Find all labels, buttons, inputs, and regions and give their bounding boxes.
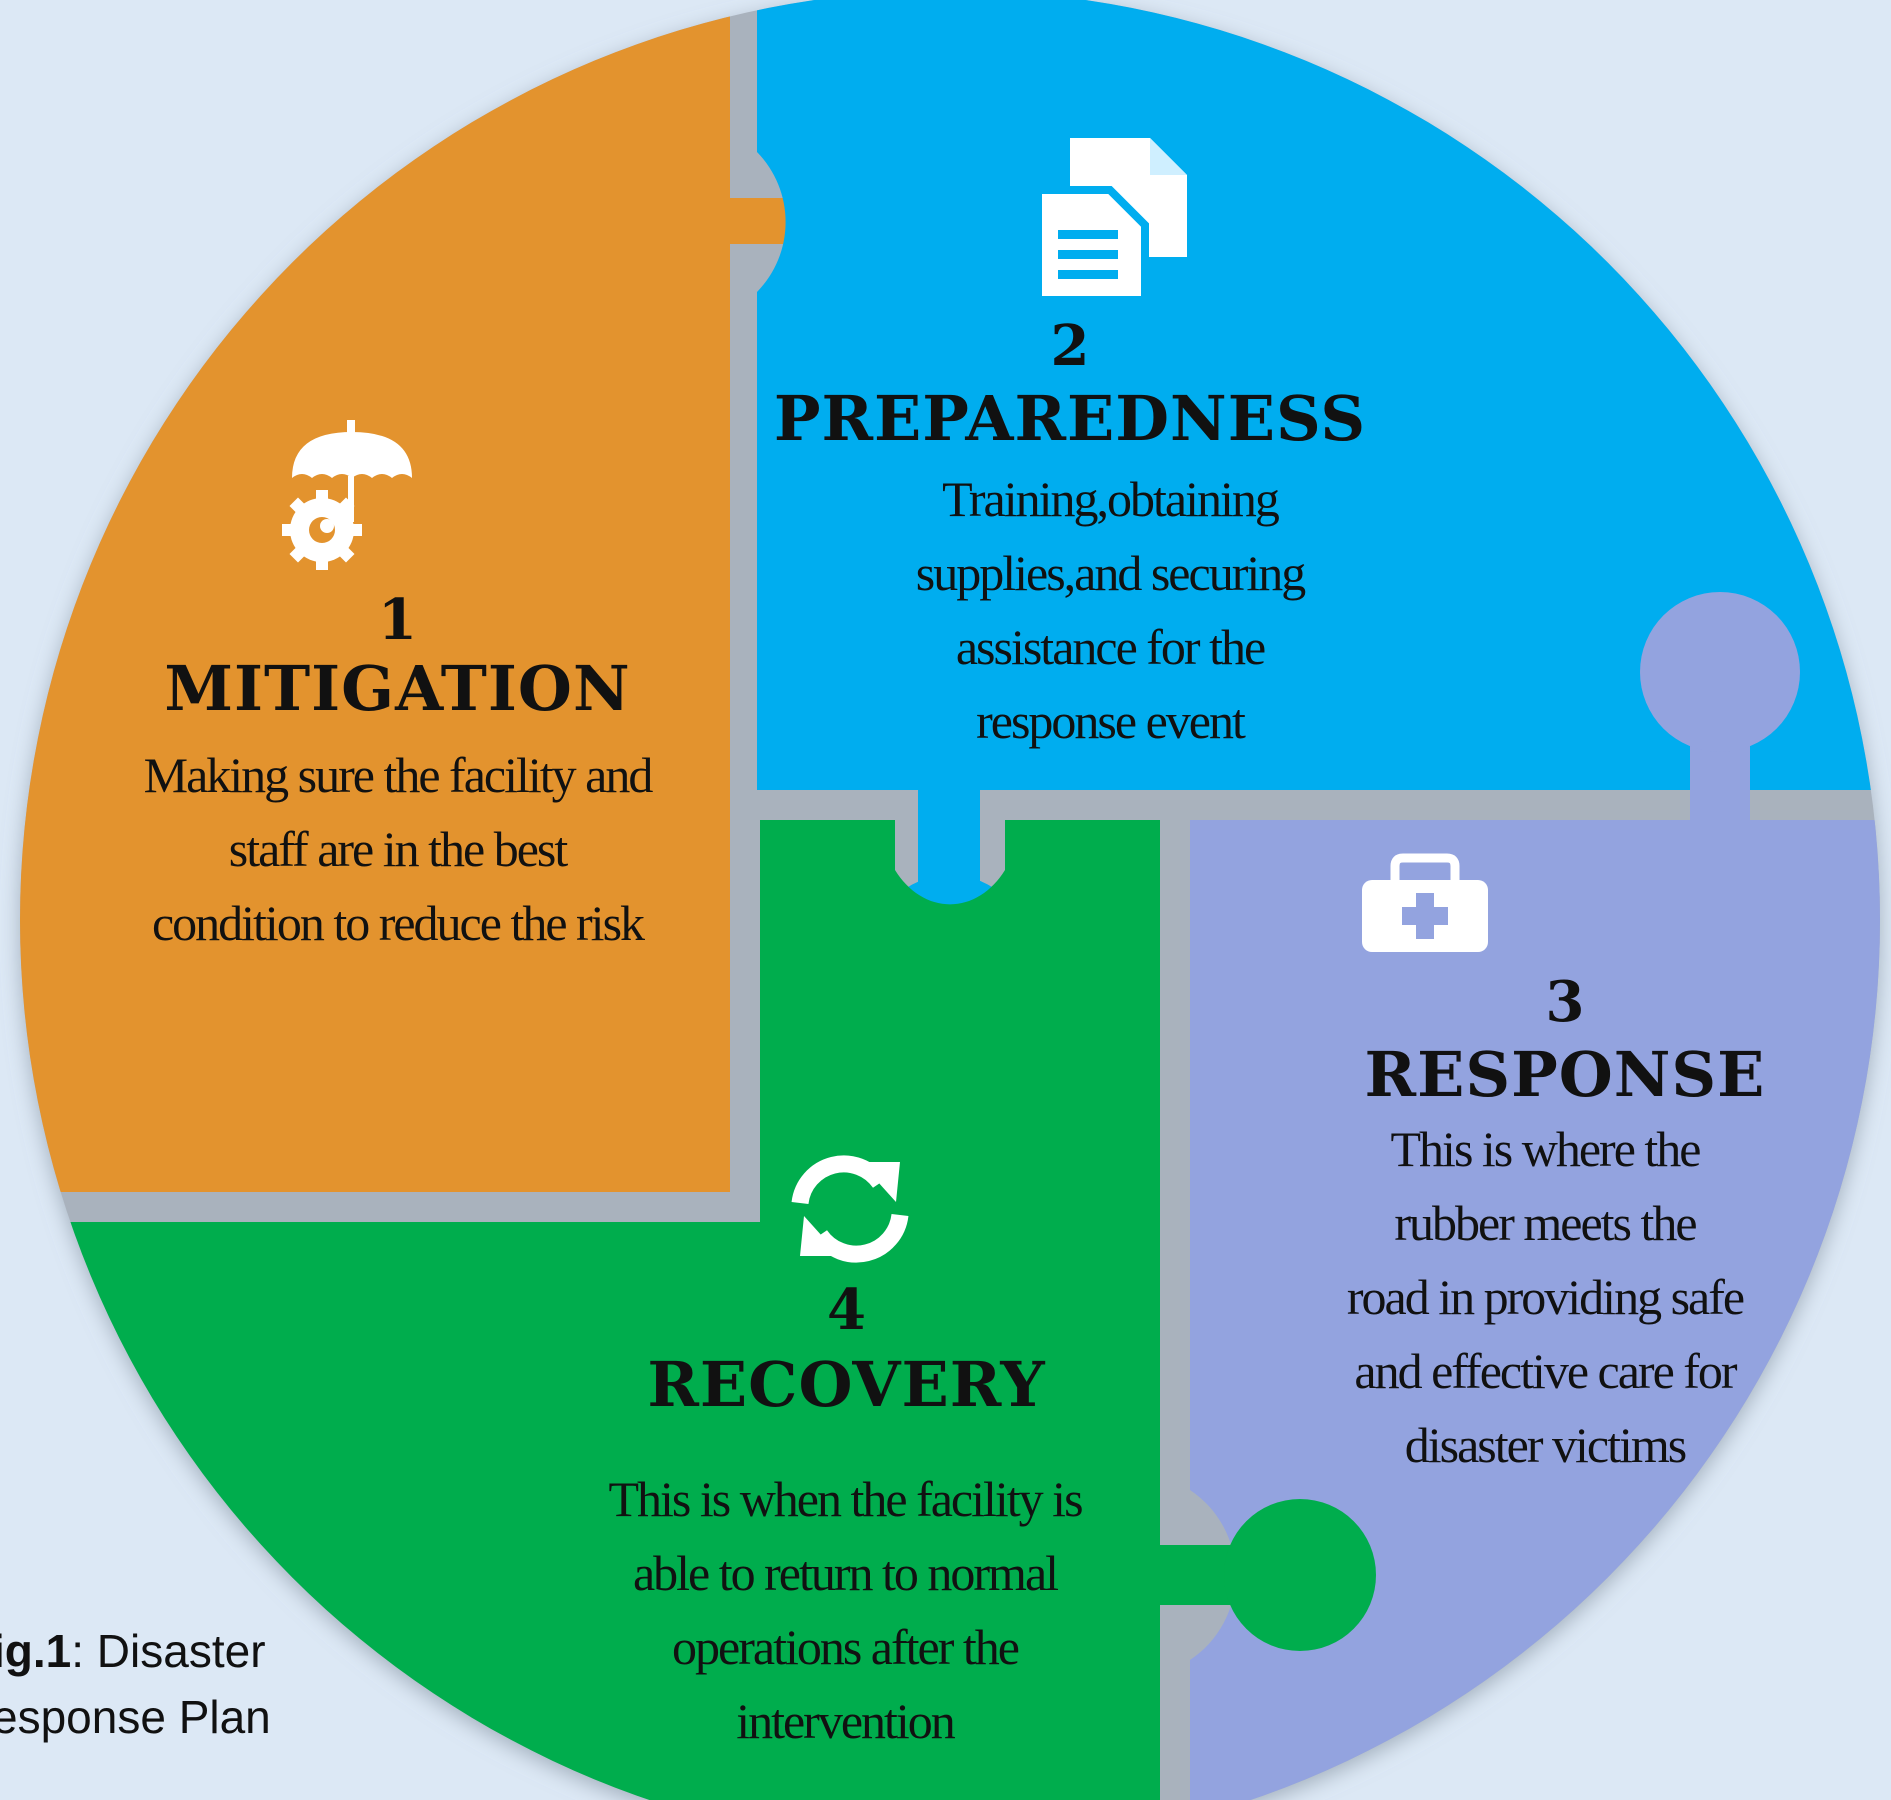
response-desc-line: disaster victims <box>1404 1417 1687 1473</box>
refresh-arrows-icon <box>791 1155 909 1263</box>
recovery-piece <box>20 820 1160 1800</box>
recovery-desc-line: able to return to normal <box>632 1545 1059 1601</box>
mitigation-text-block: 1 MITIGATION Making sure the facility an… <box>30 590 765 960</box>
caption-text: : Disaster <box>71 1625 266 1677</box>
response-desc-line: This is where the <box>1390 1121 1702 1177</box>
preparedness-number: 2 <box>1050 313 1090 379</box>
mitigation-description: Making sure the facility and staff are i… <box>30 738 765 960</box>
recovery-text-block: 4 RECOVERY This is when the facility is … <box>500 1280 1190 1758</box>
mitigation-desc-line: staff are in the best <box>228 821 569 877</box>
recovery-desc-line: intervention <box>736 1693 956 1749</box>
recovery-description: This is when the facility is able to ret… <box>500 1462 1190 1758</box>
mitigation-desc-line: Making sure the facility and <box>143 747 654 803</box>
response-description: This is where the rubber meets the road … <box>1200 1112 1890 1482</box>
preparedness-text-block: 2 PREPAREDNESS Training,obtaining suppli… <box>774 316 1500 758</box>
recovery-number: 4 <box>827 1277 866 1343</box>
response-text-block: 3 RESPONSE This is where the rubber meet… <box>1200 972 1890 1482</box>
recovery-desc-line: operations after the <box>672 1619 1020 1675</box>
caption-label: ig.1 <box>0 1625 72 1677</box>
recovery-knob <box>1150 1499 1376 1651</box>
recovery-title: RECOVERY <box>647 1348 1046 1421</box>
recovery-desc-line: This is when the facility is <box>608 1471 1083 1527</box>
mitigation-desc-line: condition to reduce the risk <box>151 895 645 951</box>
preparedness-desc-line: Training,obtaining <box>942 471 1280 527</box>
figure-caption: ig.1: Disaster esponse Plan <box>0 1618 271 1750</box>
preparedness-desc-line: supplies,and securing <box>915 545 1306 601</box>
response-desc-line: road in providing safe <box>1346 1269 1745 1325</box>
response-desc-line: and effective care for <box>1354 1343 1737 1399</box>
response-title: RESPONSE <box>1364 1038 1766 1111</box>
preparedness-desc-line: response event <box>976 693 1246 749</box>
mitigation-title: MITIGATION <box>164 652 631 725</box>
mitigation-number: 1 <box>378 587 417 653</box>
first-aid-kit-icon <box>1362 853 1488 952</box>
preparedness-desc-line: assistance for the <box>955 619 1266 675</box>
caption-line2: esponse Plan <box>0 1691 271 1743</box>
preparedness-title: PREPAREDNESS <box>773 382 1367 455</box>
documents-icon <box>1034 138 1187 304</box>
umbrella-gear-icon <box>282 420 412 570</box>
response-number: 3 <box>1545 969 1585 1035</box>
response-desc-line: rubber meets the <box>1394 1195 1697 1251</box>
preparedness-description: Training,obtaining supplies,and securing… <box>720 462 1500 758</box>
